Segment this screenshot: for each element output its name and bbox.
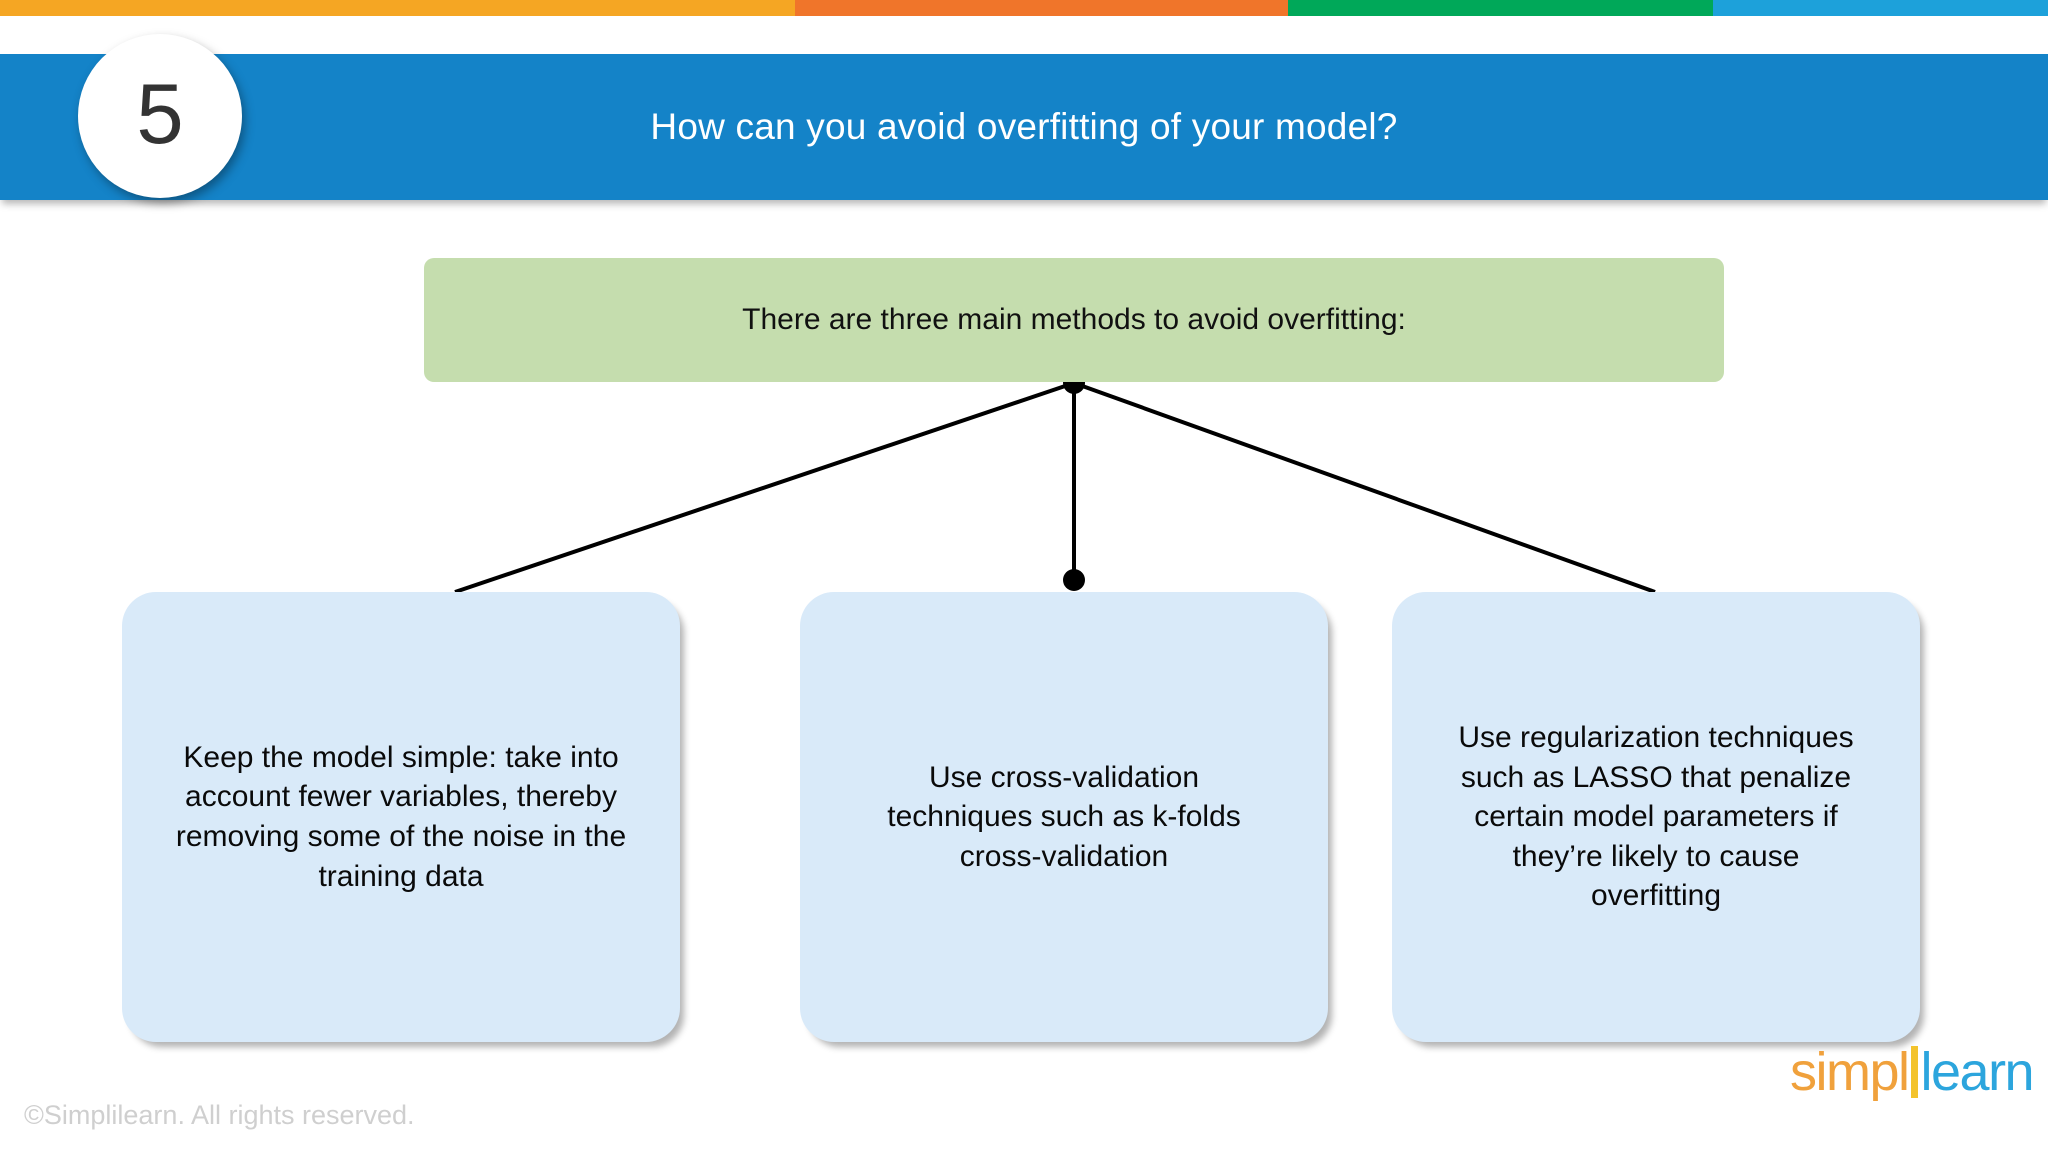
- simplilearn-logo: simpl learn: [1790, 1038, 2035, 1102]
- method-card-2[interactable]: Use cross-validation techniques such as …: [800, 592, 1328, 1042]
- strip-segment-orange: [795, 0, 1288, 16]
- method-card-2-label: Use cross-validation techniques such as …: [887, 760, 1241, 873]
- method-card-3-label: Use regularization techniques such as LA…: [1458, 721, 1854, 913]
- page-title: How can you avoid overfitting of your mo…: [650, 106, 1398, 147]
- top-color-strip: [0, 0, 2048, 16]
- logo-divider-bar: [1910, 1046, 1918, 1098]
- connector-middle-dot: [1063, 569, 1085, 591]
- root-node-label: There are three main methods to avoid ov…: [742, 303, 1406, 337]
- strip-segment-green: [1288, 0, 1713, 16]
- method-card-3[interactable]: Use regularization techniques such as LA…: [1392, 592, 1920, 1042]
- slide-content: There are three main methods to avoid ov…: [0, 200, 2048, 1152]
- connector-line-left: [454, 381, 1075, 594]
- strip-segment-yellow: [0, 0, 795, 16]
- logo-text-simpl: simpl: [1790, 1042, 1910, 1102]
- slide-number-badge: 5: [78, 34, 242, 198]
- strip-segment-blue: [1713, 0, 2048, 16]
- logo-text-learn: learn: [1920, 1042, 2035, 1102]
- root-node[interactable]: There are three main methods to avoid ov…: [424, 258, 1724, 382]
- slide-number-label: 5: [136, 66, 184, 162]
- connector-line-right: [1073, 381, 1656, 594]
- method-card-1-label: Keep the model simple: take into account…: [175, 740, 627, 893]
- header-band: How can you avoid overfitting of your mo…: [0, 54, 2048, 200]
- method-card-1[interactable]: Keep the model simple: take into account…: [122, 592, 680, 1042]
- copyright-notice: ©Simplilearn. All rights reserved.: [24, 1100, 415, 1130]
